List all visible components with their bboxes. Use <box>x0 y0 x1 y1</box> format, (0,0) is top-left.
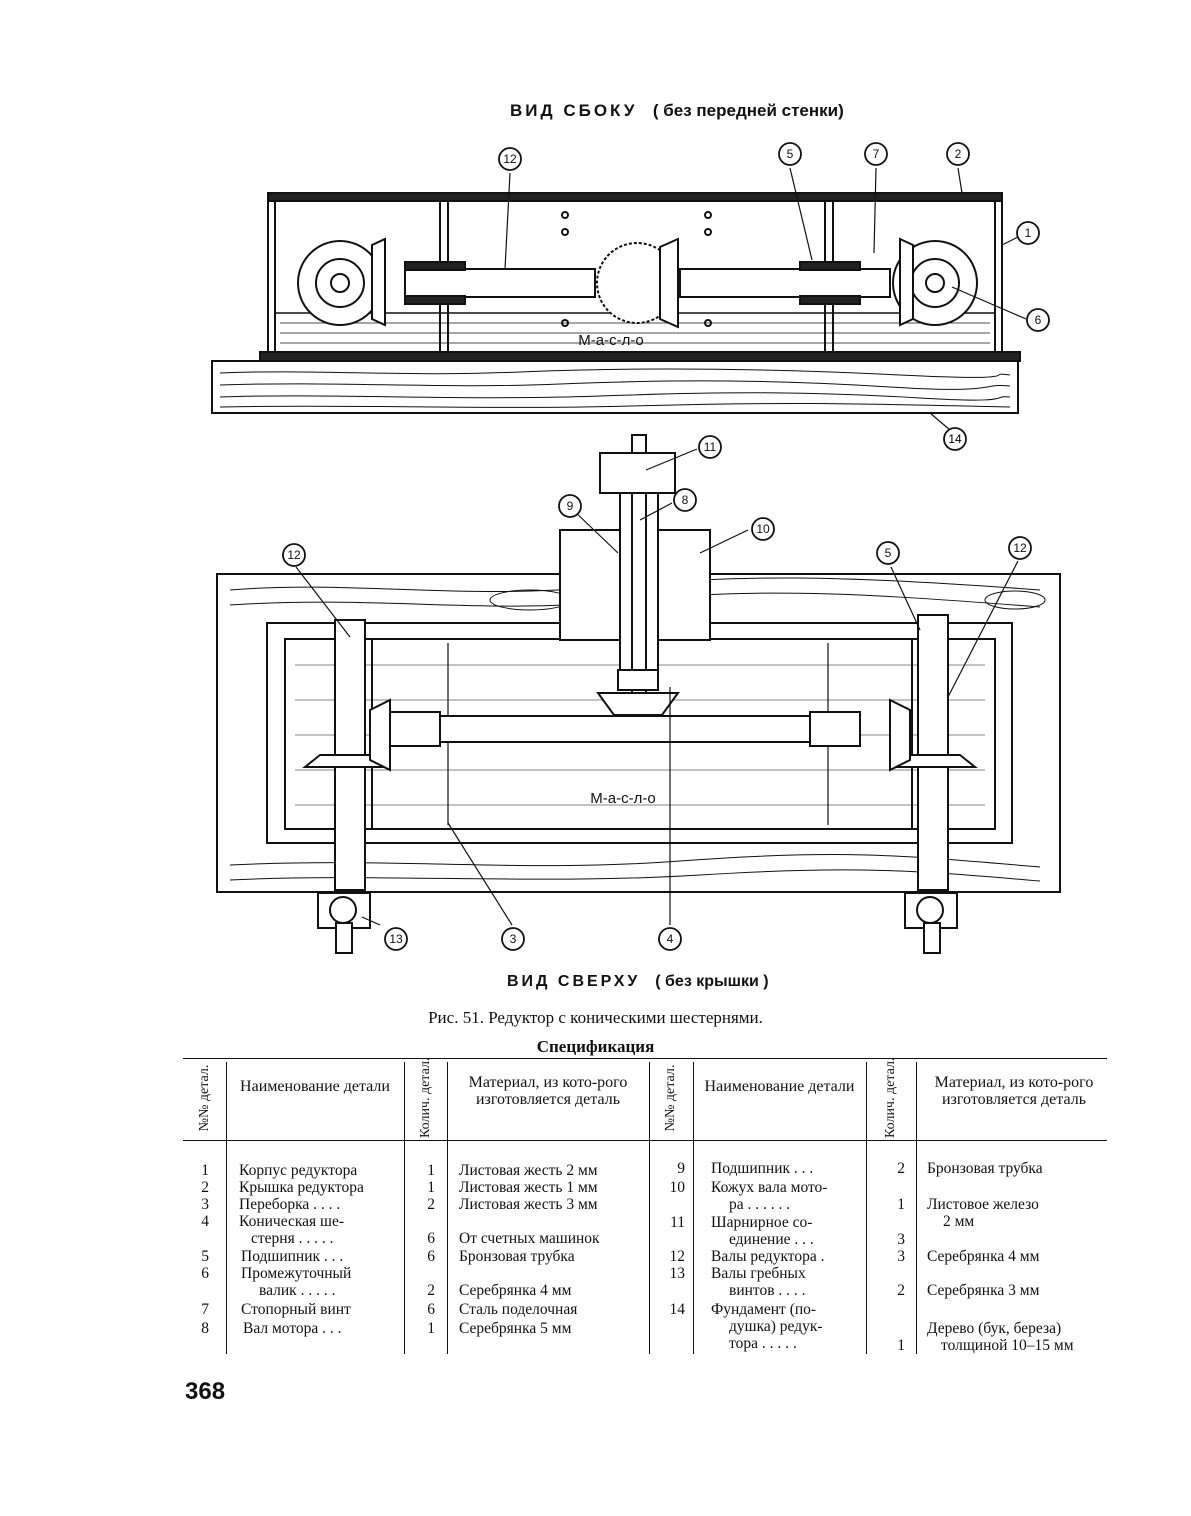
header-qty-right: Колич. детал. <box>883 1057 898 1138</box>
oil-label-side: М-а-с-л-о <box>578 332 643 349</box>
callout-3: 3 <box>510 932 517 946</box>
top-view-subtitle: ( без крышки ) <box>655 973 769 990</box>
header-material-right: Материал, из кото-рого изготовляется дет… <box>934 1074 1094 1108</box>
callout-9: 9 <box>567 499 574 513</box>
side-view-drawing: 12 5 7 2 1 6 М-а-с-л-о <box>211 142 1050 431</box>
side-view-title: ВИД СБОКУ ( без передней стенки) <box>510 101 844 120</box>
callout-1: 1 <box>1025 226 1032 240</box>
callout-14: 14 <box>948 432 962 446</box>
header-num-right: №№ детал. <box>663 1064 678 1132</box>
top-view-title: ВИД СВЕРХУ ( без крышки ) <box>507 973 769 990</box>
callout-11: 11 <box>704 440 717 454</box>
col-divider <box>866 1062 867 1354</box>
col-divider <box>693 1062 694 1354</box>
callout-10: 10 <box>756 522 770 536</box>
callout-13: 13 <box>389 932 403 946</box>
spec-table: №№ детал. Наименование детали Колич. дет… <box>183 1058 1107 1354</box>
callout-8: 8 <box>682 493 689 507</box>
callout-2: 2 <box>955 147 962 161</box>
side-view-subtitle: ( без передней стенки) <box>652 101 844 120</box>
spec-title: Спецификация <box>536 1037 655 1056</box>
callout-7: 7 <box>873 147 880 161</box>
callout-12-left: 12 <box>287 548 301 562</box>
callout-4: 4 <box>667 932 674 946</box>
table-rule-header <box>183 1140 1107 1141</box>
page-number: 368 <box>185 1378 226 1405</box>
callout-12: 12 <box>503 152 517 166</box>
callout-6: 6 <box>1035 313 1042 327</box>
callout-14-marker: 14 <box>943 427 967 451</box>
figure-caption: Рис. 51. Редуктор с коническими шестерня… <box>428 1008 763 1027</box>
header-material-left: Материал, из кото-рого изготовляется дет… <box>468 1074 628 1108</box>
oil-label-top: М-а-с-л-о <box>590 790 655 807</box>
table-rule-top <box>183 1058 1107 1059</box>
col-divider <box>447 1062 448 1354</box>
header-num-left: №№ детал. <box>197 1064 212 1132</box>
callout-5: 5 <box>787 147 794 161</box>
top-view-drawing: 11 8 9 10 12 5 12 13 3 4 М-а-с-л-о <box>216 434 1061 954</box>
callout-12-right: 12 <box>1013 541 1027 555</box>
col-divider <box>916 1062 917 1354</box>
header-name-right: Наименование детали <box>704 1078 855 1095</box>
col-divider <box>226 1062 227 1354</box>
header-name-left: Наименование детали <box>240 1078 390 1095</box>
header-qty-left: Колич. детал. <box>418 1057 433 1138</box>
col-divider <box>649 1062 650 1354</box>
callout-5-top: 5 <box>885 546 892 560</box>
col-divider <box>404 1062 405 1354</box>
